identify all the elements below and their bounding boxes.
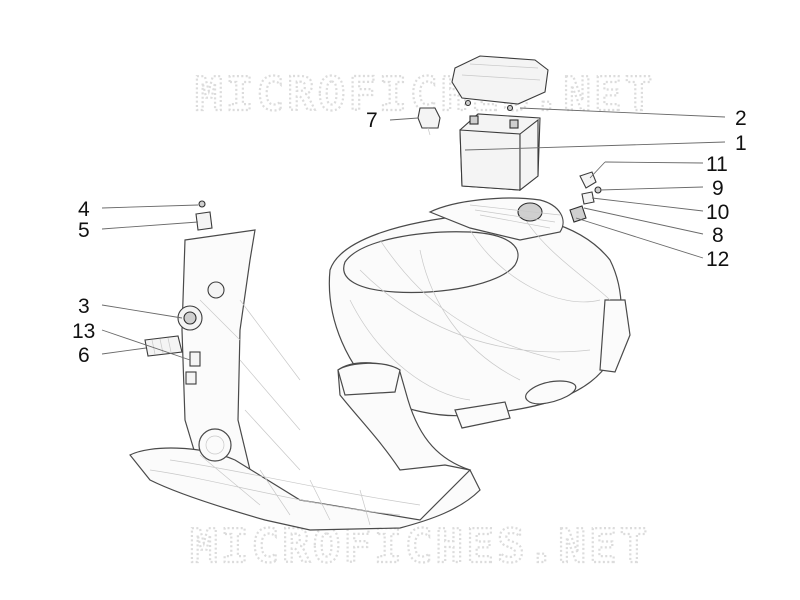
callout-3: 3 <box>78 295 90 318</box>
watermark-bottom: MICROFICHES.NET <box>190 519 650 573</box>
scooter-body <box>129 197 631 531</box>
leader-11b <box>604 161 704 164</box>
relay <box>417 107 441 136</box>
cover-bolts <box>464 99 514 112</box>
leader-13 <box>101 329 191 361</box>
callout-12: 12 <box>706 248 729 271</box>
leader-lines <box>101 107 726 361</box>
leader-5 <box>101 221 199 230</box>
leader-6 <box>101 347 147 355</box>
callout-2: 2 <box>735 107 747 130</box>
callout-1: 1 <box>735 132 747 155</box>
clip-10 <box>581 191 595 205</box>
callout-8: 8 <box>712 224 724 247</box>
leader-8 <box>583 207 704 235</box>
callout-13: 13 <box>72 320 95 343</box>
callout-11: 11 <box>706 153 728 176</box>
callout-5: 5 <box>78 219 90 242</box>
leader-1 <box>464 141 726 151</box>
bracket-5 <box>195 211 213 231</box>
screw-4 <box>198 200 206 208</box>
leader-10 <box>591 197 704 212</box>
connector-12 <box>569 205 587 223</box>
leader-9 <box>599 186 704 191</box>
leader-3 <box>101 304 183 319</box>
leader-2 <box>519 107 726 118</box>
battery-cover <box>451 55 549 105</box>
callout-6: 6 <box>78 344 90 367</box>
component-13 <box>185 351 201 385</box>
leader-7 <box>389 117 419 121</box>
battery <box>459 113 541 192</box>
leader-12 <box>575 217 704 259</box>
callout-labels: 1 2 3 4 5 6 7 8 9 10 11 12 13 <box>72 107 747 367</box>
leader-11a <box>589 161 606 179</box>
callout-10: 10 <box>706 201 729 224</box>
callout-4: 4 <box>78 198 90 221</box>
fuse-box-6 <box>144 335 183 357</box>
ignition-lock-3 <box>177 281 225 331</box>
leader-4 <box>101 204 199 209</box>
callout-7: 7 <box>366 109 378 132</box>
callout-9: 9 <box>712 177 724 200</box>
